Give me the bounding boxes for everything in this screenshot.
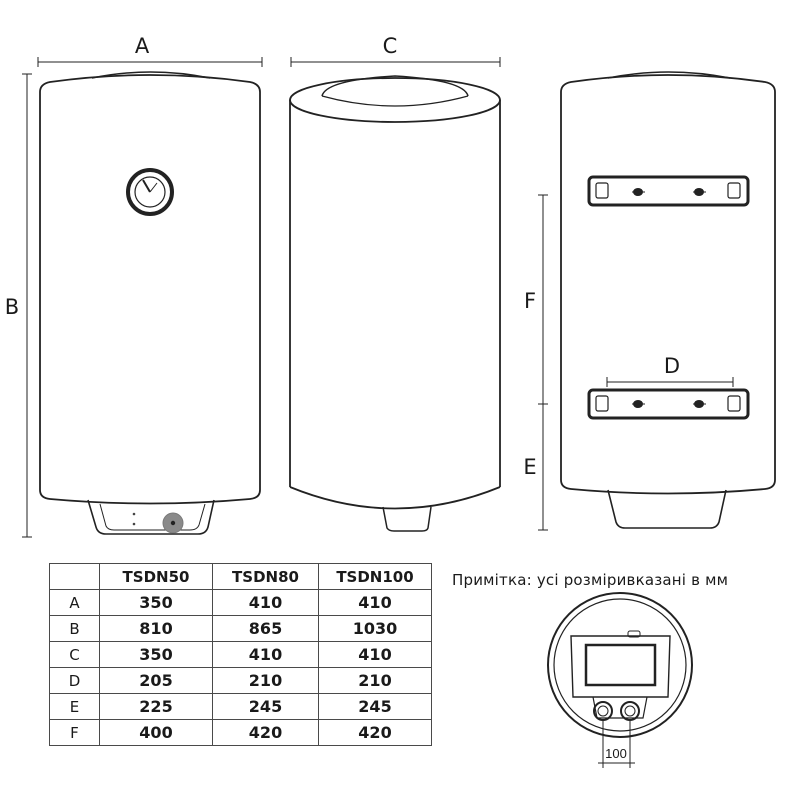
table-row: E 225 245 245 <box>49 693 432 720</box>
table-cell: 350 <box>99 641 213 668</box>
label-e: E <box>523 455 536 479</box>
table-row: C 350 410 410 <box>49 641 432 668</box>
row-label: F <box>49 719 100 746</box>
mounting-bracket-top <box>587 175 750 207</box>
bottom-view <box>547 592 693 768</box>
table-row: D 205 210 210 <box>49 667 432 694</box>
table-cell: 410 <box>212 641 319 668</box>
front-view <box>22 57 263 538</box>
table-cell: 210 <box>212 667 319 694</box>
table-row: B 810 865 1030 <box>49 615 432 642</box>
table-cell: 410 <box>318 589 432 616</box>
label-pipe-spacing: 100 <box>605 746 627 761</box>
table-cell: 245 <box>212 693 319 720</box>
table-cell: 410 <box>212 589 319 616</box>
row-label: A <box>49 589 100 616</box>
table-cell: 400 <box>99 719 213 746</box>
table-header-cell <box>49 563 100 590</box>
label-c: C <box>383 34 398 58</box>
note-text: Примітка: усі розміривказані в мм <box>452 571 729 589</box>
table-cell: 1030 <box>318 615 432 642</box>
table-row: F 400 420 420 <box>49 719 432 746</box>
dimensions-table: TSDN50 TSDN80 TSDN100 A 350 410 410 B 81… <box>49 563 432 746</box>
table-cell: 420 <box>212 719 319 746</box>
table-cell: 865 <box>212 615 319 642</box>
label-d: D <box>664 354 680 378</box>
table-header-cell: TSDN50 <box>99 563 213 590</box>
back-view <box>538 71 776 531</box>
label-b: B <box>5 295 19 319</box>
mounting-bracket-bottom <box>587 388 750 420</box>
table-cell: 225 <box>99 693 213 720</box>
table-header-cell: TSDN100 <box>318 563 432 590</box>
table-cell: 210 <box>318 667 432 694</box>
table-header-row: TSDN50 TSDN80 TSDN100 <box>49 563 432 590</box>
table-row: A 350 410 410 <box>49 589 432 616</box>
table-cell: 410 <box>318 641 432 668</box>
table-cell: 205 <box>99 667 213 694</box>
row-label: E <box>49 693 100 720</box>
table-header-cell: TSDN80 <box>212 563 319 590</box>
table-cell: 350 <box>99 589 213 616</box>
label-a: A <box>135 34 150 58</box>
side-view <box>289 57 501 532</box>
thermometer-icon <box>126 168 174 216</box>
table-cell: 245 <box>318 693 432 720</box>
table-cell: 810 <box>99 615 213 642</box>
table-cell: 420 <box>318 719 432 746</box>
row-label: B <box>49 615 100 642</box>
indicator-light-icon <box>162 512 184 534</box>
row-label: C <box>49 641 100 668</box>
row-label: D <box>49 667 100 694</box>
label-f: F <box>524 289 536 313</box>
